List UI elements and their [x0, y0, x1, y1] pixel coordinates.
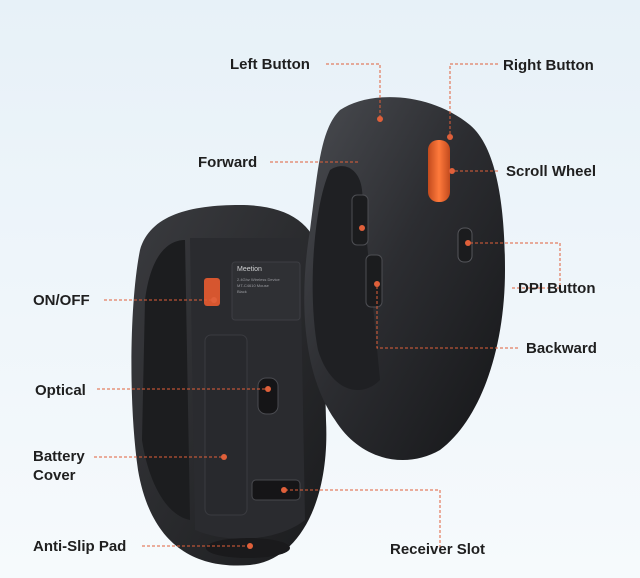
callout-dpi-button: DPI Button — [518, 280, 596, 297]
bottom-label-line-1: 2.4Ghz Wireless Device — [237, 277, 280, 282]
dot-right-button — [447, 134, 453, 140]
dot-anti-slip-pad — [247, 543, 253, 549]
callout-dots — [211, 116, 471, 549]
bottom-label-line-3: Black — [237, 289, 247, 294]
mouse-top-view — [304, 97, 505, 460]
bottom-label-line-2: MT-C4610 Mouse — [237, 283, 269, 288]
forward-button[interactable] — [351, 194, 369, 246]
callout-battery-cover-line1: Battery — [33, 448, 85, 465]
callout-scroll-wheel: Scroll Wheel — [506, 163, 597, 180]
dot-optical — [265, 386, 271, 392]
backward-button[interactable] — [365, 254, 383, 308]
mouse-bottom-side-grip — [142, 240, 190, 520]
leader-backward — [376, 285, 518, 349]
callout-optical: Optical — [35, 382, 86, 399]
brand-mark: Meetion — [237, 266, 262, 273]
callout-battery-cover-line2: Cover — [33, 467, 76, 484]
leader-right-button — [449, 63, 498, 136]
leader-dpi-button — [470, 242, 561, 289]
dpi-button[interactable] — [457, 227, 473, 263]
callout-anti-slip-pad: Anti-Slip Pad — [33, 538, 127, 555]
leader-receiver-slot — [284, 489, 441, 548]
callout-left-button: Left Button — [230, 56, 310, 73]
dot-forward — [359, 225, 365, 231]
bottom-label-sticker — [231, 261, 301, 321]
callout-on-off: ON/OFF — [33, 292, 90, 309]
dot-left-button — [377, 116, 383, 122]
leader-lines — [94, 63, 561, 548]
scroll-wheel[interactable] — [428, 140, 450, 202]
dot-receiver-slot — [281, 487, 287, 493]
dot-scroll-wheel — [449, 168, 455, 174]
leader-left-button — [326, 63, 381, 118]
callout-backward: Backward — [526, 340, 597, 357]
dot-battery-cover — [221, 454, 227, 460]
callout-receiver-slot: Receiver Slot — [390, 541, 486, 558]
mouse-bottom-view — [131, 205, 327, 566]
dot-on-off — [211, 297, 217, 303]
callout-right-button: Right Button — [503, 57, 594, 74]
dot-backward — [374, 281, 380, 287]
callout-forward: Forward — [198, 154, 258, 171]
optical-sensor — [257, 377, 279, 415]
battery-cover[interactable] — [204, 334, 248, 516]
dot-dpi-button — [465, 240, 471, 246]
